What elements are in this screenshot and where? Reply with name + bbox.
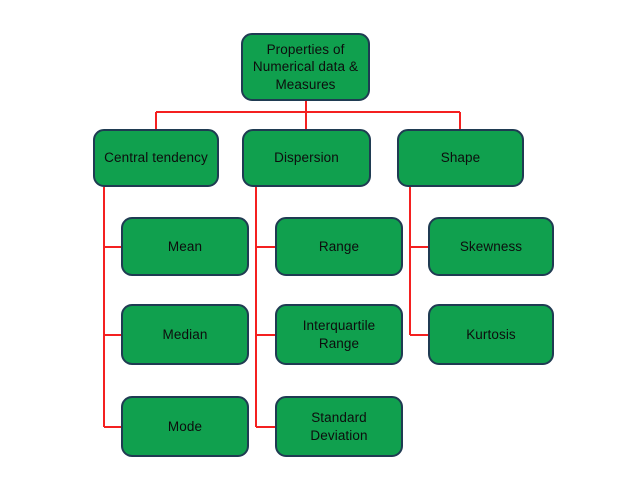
node-median-label: Median bbox=[162, 326, 208, 342]
node-interquartile-range-label: Interquartile Range bbox=[302, 318, 376, 351]
node-shape-label: Shape bbox=[440, 150, 481, 166]
node-mode-label: Mode bbox=[167, 418, 203, 434]
node-kurtosis[interactable]: Kurtosis bbox=[428, 304, 554, 365]
node-mean-label: Mean bbox=[167, 238, 203, 254]
node-interquartile-range[interactable]: Interquartile Range bbox=[275, 304, 403, 365]
node-range[interactable]: Range bbox=[275, 217, 403, 276]
node-mode[interactable]: Mode bbox=[121, 396, 249, 457]
node-shape[interactable]: Shape bbox=[397, 129, 524, 187]
node-root-label: Properties of Numerical data & Measures bbox=[252, 42, 359, 92]
node-dispersion-label: Dispersion bbox=[274, 150, 339, 166]
node-kurtosis-label: Kurtosis bbox=[466, 326, 516, 342]
node-standard-deviation-label: Standard Deviation bbox=[310, 410, 368, 443]
node-range-label: Range bbox=[318, 238, 360, 254]
node-central-tendency-label: Central tendency bbox=[104, 150, 208, 166]
node-dispersion[interactable]: Dispersion bbox=[242, 129, 371, 187]
node-mean[interactable]: Mean bbox=[121, 217, 249, 276]
node-standard-deviation[interactable]: Standard Deviation bbox=[275, 396, 403, 457]
node-skewness[interactable]: Skewness bbox=[428, 217, 554, 276]
node-root[interactable]: Properties of Numerical data & Measures bbox=[241, 33, 370, 101]
node-median[interactable]: Median bbox=[121, 304, 249, 365]
node-skewness-label: Skewness bbox=[459, 238, 523, 254]
node-central-tendency[interactable]: Central tendency bbox=[93, 129, 219, 187]
